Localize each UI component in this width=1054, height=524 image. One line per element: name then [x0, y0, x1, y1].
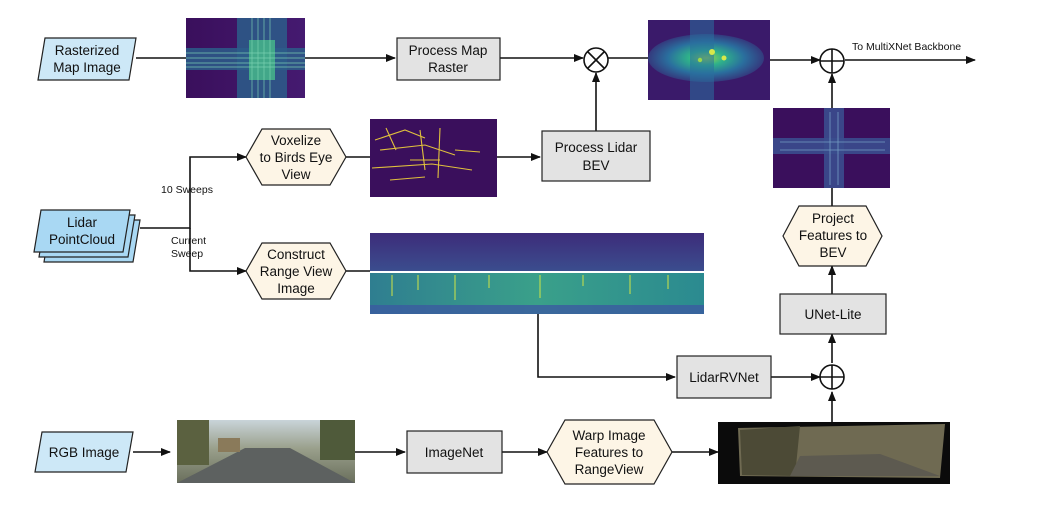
input-map-shape — [37, 37, 137, 81]
hex-voxelize-line2: to Birds Eye — [260, 150, 333, 165]
hex-warp-line3: RangeView — [575, 462, 644, 477]
hex-project-line2: Features to — [799, 228, 867, 243]
input-rgb-label: RGB Image — [49, 445, 120, 460]
heatmap-hot-2 — [721, 55, 727, 61]
photo-cars — [218, 438, 240, 452]
process-map-raster-line2: Raster — [428, 60, 468, 75]
add-operator-top — [819, 48, 845, 74]
feature-bev-thumbnail — [773, 108, 890, 188]
hex-project-line3: BEV — [819, 245, 846, 260]
process-map-raster-line1: Process Map — [409, 43, 488, 58]
edge-label-output: To MultiXNet Backbone — [852, 41, 961, 53]
photo-trees-right — [320, 420, 355, 460]
process-lidarrvnet-box — [676, 355, 772, 399]
range-view-thumbnail — [370, 233, 704, 314]
input-lidar-pointcloud: Lidar PointCloud — [33, 209, 141, 263]
warped-left-trees — [740, 426, 800, 476]
fused-heatmap-thumbnail — [648, 20, 770, 100]
hex-voxelize-line1: Voxelize — [271, 133, 321, 148]
bev-points — [371, 127, 481, 181]
input-map-image: Rasterized Map Image — [37, 37, 137, 81]
edge-lidar-to-construct — [189, 228, 247, 275]
hex-voxelize-line3: View — [281, 167, 310, 182]
hex-voxelize: Voxelize to Birds Eye View — [245, 128, 347, 186]
rgb-photo-thumbnail — [177, 420, 355, 483]
warped-road — [790, 454, 940, 476]
range-bottom-band — [370, 305, 704, 314]
rasterized-map-thumbnail — [186, 18, 305, 98]
range-streaks — [391, 275, 669, 300]
hex-warp-line2: Features to — [575, 445, 643, 460]
range-divider — [370, 271, 704, 273]
edge-label-sweeps: 10 Sweeps — [161, 184, 213, 196]
process-unet-lite-label: UNet-Lite — [804, 307, 861, 322]
input-rgb-shape — [34, 431, 134, 473]
add-operator-bottom — [819, 364, 845, 390]
hex-construct-line2: Range View — [260, 264, 333, 279]
hex-warp-shape — [546, 419, 673, 485]
hex-project-shape — [782, 205, 883, 267]
lidar-stack-front — [33, 209, 131, 253]
hex-construct-line3: Image — [277, 281, 315, 296]
process-unet-lite-box — [779, 293, 887, 335]
feature-bev-road-v — [824, 108, 844, 188]
process-lidar-bev: Process Lidar BEV — [541, 130, 651, 182]
heatmap-hot-1 — [709, 49, 715, 55]
process-lidarrvnet: LidarRVNet — [676, 355, 772, 399]
edge-label-current: Current — [171, 235, 206, 247]
feature-bev-texture — [780, 112, 885, 185]
heatmap-hot-3 — [697, 57, 703, 63]
range-top — [370, 233, 704, 271]
process-lidarrvnet-label: LidarRVNet — [689, 370, 759, 385]
process-lidar-bev-box — [541, 130, 651, 182]
process-map-raster: Process Map Raster — [396, 37, 501, 81]
process-imagenet: ImageNet — [406, 430, 503, 474]
hex-warp-image: Warp Image Features to RangeView — [546, 419, 673, 485]
hex-warp-line1: Warp Image — [572, 428, 645, 443]
input-rgb-image: RGB Image — [34, 431, 134, 473]
input-lidar-line2: PointCloud — [49, 232, 115, 247]
hex-construct-range-view: Construct Range View Image — [245, 242, 347, 300]
input-map-line1: Rasterized — [55, 43, 120, 58]
process-unet-lite: UNet-Lite — [779, 293, 887, 335]
hex-construct-line1: Construct — [267, 247, 325, 262]
map-intersection — [249, 40, 275, 80]
process-map-raster-box — [396, 37, 501, 81]
input-lidar-line1: Lidar — [67, 215, 98, 230]
process-lidar-bev-line2: BEV — [582, 158, 609, 173]
multiply-stroke-b — [587, 51, 605, 69]
edge-label-sweep: Sweep — [171, 248, 203, 260]
process-imagenet-box — [406, 430, 503, 474]
process-lidar-bev-line1: Process Lidar — [555, 140, 638, 155]
lidar-bev-thumbnail — [370, 119, 497, 197]
hex-construct-shape — [245, 242, 347, 300]
edges — [133, 54, 976, 456]
edge-range-image-to-lidarrvnet — [537, 314, 676, 381]
photo-trees-left — [177, 420, 209, 465]
hex-voxelize-shape — [245, 128, 347, 186]
warped-rgb-thumbnail — [718, 422, 950, 484]
hex-project-features: Project Features to BEV — [782, 205, 883, 267]
photo-road — [177, 448, 355, 483]
bev-bg — [370, 119, 497, 197]
edge-lidar-to-voxelize — [140, 153, 247, 229]
map-lanes — [186, 18, 305, 98]
input-map-line2: Map Image — [53, 60, 121, 75]
hex-project-line1: Project — [812, 211, 854, 226]
multiply-operator — [583, 47, 609, 73]
process-imagenet-label: ImageNet — [425, 445, 484, 460]
